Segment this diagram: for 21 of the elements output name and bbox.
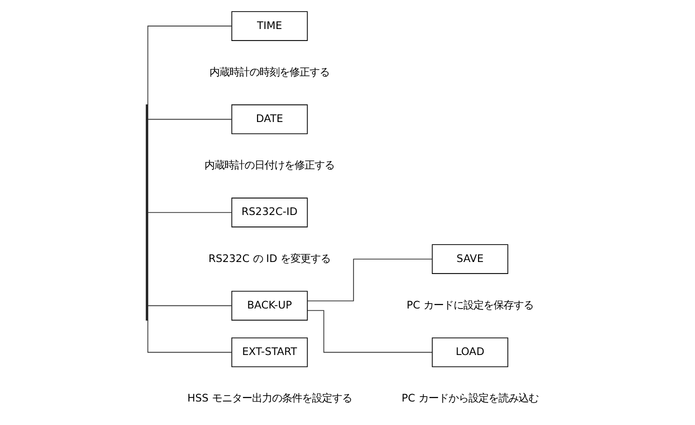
node-label: RS232C の ID を変更する [208, 252, 331, 265]
node-label: 内蔵時計の日付けを修正する [204, 160, 335, 172]
connector [148, 305, 232, 306]
connector [147, 26, 232, 105]
node-label: PC カードに設定を保存する [406, 299, 534, 312]
node-box: LOAD [432, 337, 508, 368]
node-box: DATE [231, 104, 308, 134]
connector [306, 258, 433, 302]
node-box: RS232C-ID [231, 198, 308, 228]
node-box: TIME [231, 11, 308, 41]
node-box: EXT-START [231, 337, 308, 368]
connector [148, 118, 232, 120]
node-label: HSS モニター出力の条件を設定する [187, 392, 352, 405]
node-box: SAVE [432, 244, 508, 274]
node-label: 内蔵時計の時刻を修正する [210, 66, 330, 78]
connector [307, 310, 432, 353]
connector [147, 320, 232, 353]
connector [148, 212, 232, 213]
node-bar [146, 104, 148, 321]
node-box: BACK-UP [231, 290, 308, 321]
node-label: PC カードから設定を読み込む [402, 392, 538, 405]
